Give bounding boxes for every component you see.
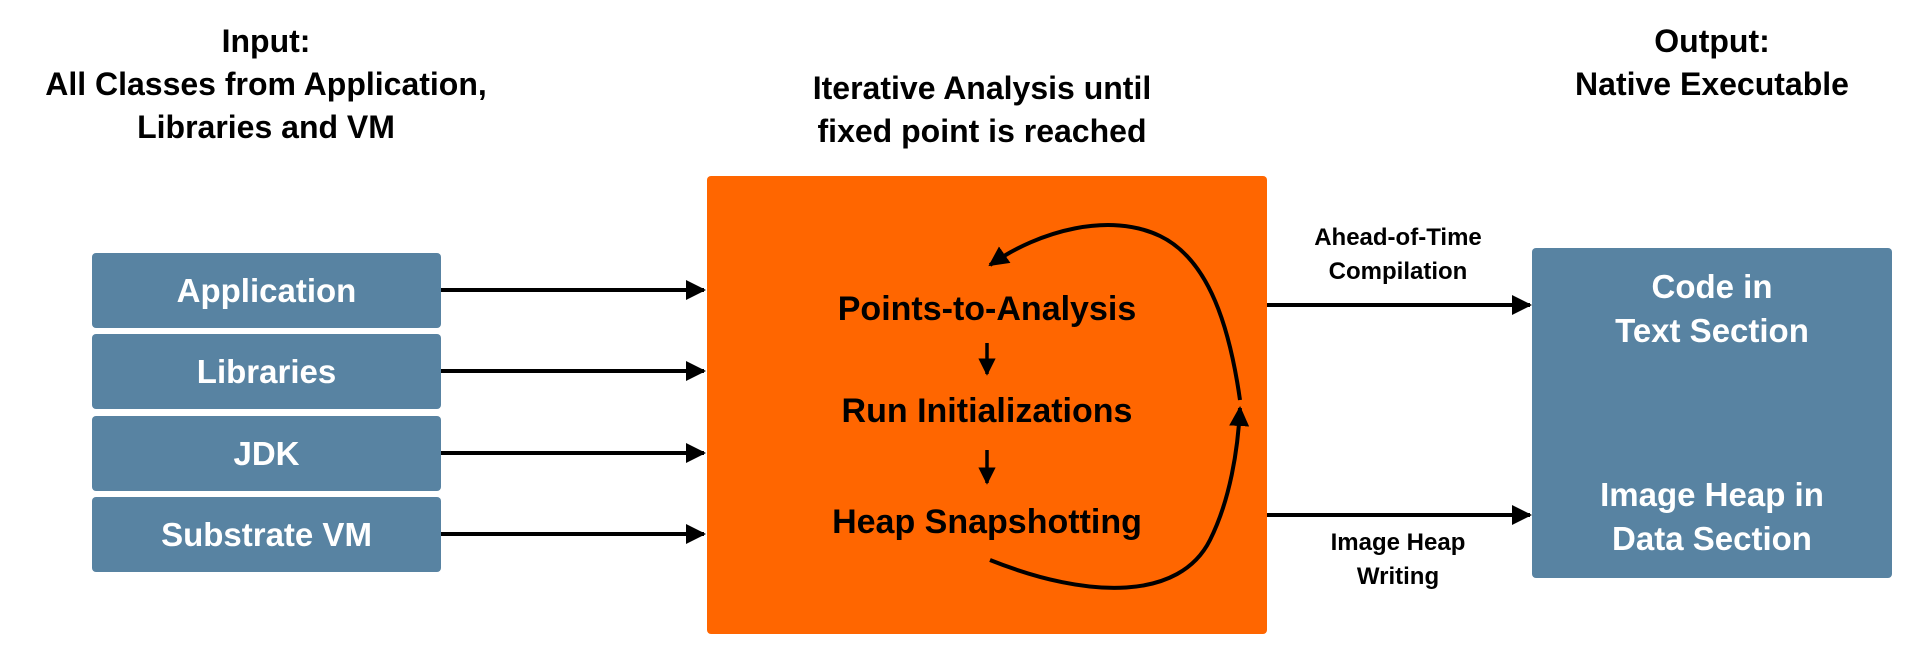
step-run-initializations: Run Initializations [841,392,1133,430]
step-heap-snapshotting: Heap Snapshotting [832,503,1142,541]
analysis-box [707,176,1267,634]
edge-label-aot-line1: Ahead-of-Time [1314,224,1482,251]
input-label-libraries: Libraries [196,352,337,390]
input-label-substrate-vm: Substrate VM [161,515,372,553]
loop-arrow-upper [988,223,1242,401]
input-heading-line1: Input: [221,23,311,59]
output-heading: Output: Native Executable [1562,20,1862,106]
input-heading: Input: All Classes from Application, Lib… [16,20,516,149]
step-points-to-analysis: Points-to-Analysis [837,290,1137,328]
output-heading-line2: Native Executable [1575,66,1849,102]
center-heading-line1: Iterative Analysis until [812,70,1152,106]
center-heading-line2: fixed point is reached [817,113,1147,149]
edge-label-aot: Ahead-of-Time Compilation [1278,221,1518,289]
input-heading-line2: All Classes from Application, [45,66,487,102]
output-data-line1: Image Heap in [1600,476,1824,513]
input-box-jdk: JDK [92,416,441,491]
output-data-line2: Data Section [1612,520,1812,557]
input-label-jdk: JDK [233,434,300,472]
center-heading: Iterative Analysis until fixed point is … [732,67,1232,153]
loop-arrow-lower [989,406,1250,590]
edge-label-aot-line2: Compilation [1328,258,1468,285]
input-heading-line3: Libraries and VM [137,109,395,145]
edge-label-heap-line2: Writing [1356,563,1440,590]
output-box: Code in Text Section Image Heap in Data … [1532,248,1892,578]
input-box-substrate-vm: Substrate VM [92,497,441,572]
input-label-application: Application [176,271,357,309]
input-box-libraries: Libraries [92,334,441,409]
output-code-line1: Code in [1651,268,1773,305]
input-box-application: Application [92,253,441,328]
output-data-section: Image Heap in Data Section [1532,473,1892,561]
edge-label-heap-writing: Image Heap Writing [1278,526,1518,594]
output-heading-line1: Output: [1654,23,1770,59]
output-code-section: Code in Text Section [1532,265,1892,353]
edge-label-heap-line1: Image Heap [1330,529,1466,556]
output-code-line2: Text Section [1615,312,1809,349]
